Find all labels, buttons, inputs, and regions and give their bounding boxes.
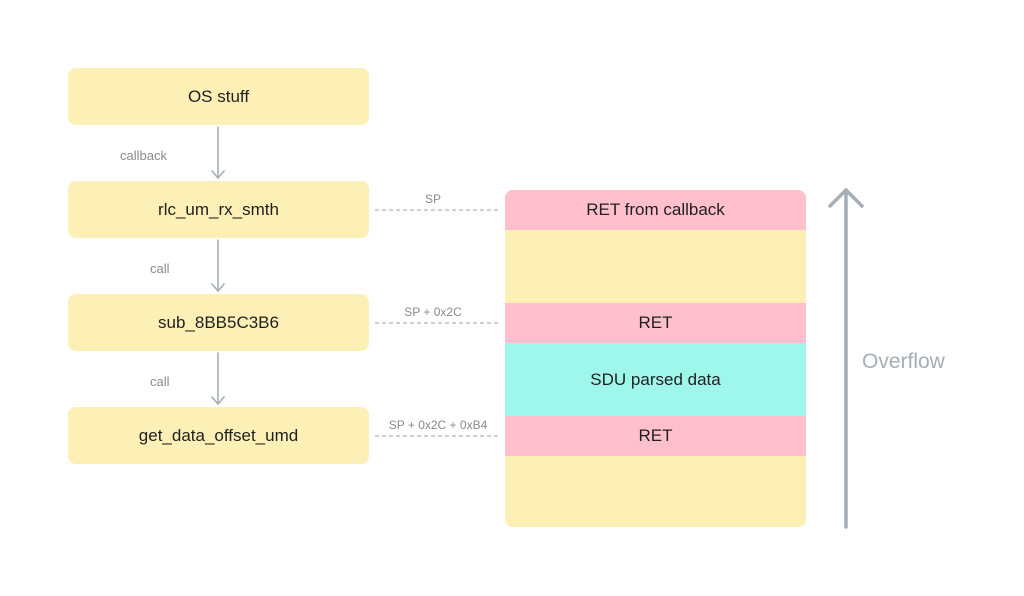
- frame-rlc-um-rx-smth: rlc_um_rx_smth: [68, 181, 369, 238]
- call-arrow: [211, 352, 225, 405]
- stack-segment-sdu-parsed-data: SDU parsed data: [505, 343, 806, 416]
- frame-label: OS stuff: [187, 86, 250, 106]
- pointer-label-sp-0x2c: SP + 0x2C: [404, 305, 462, 319]
- frame-label: get_data_offset_umd: [138, 425, 299, 445]
- edge-label-callback: callback: [120, 148, 167, 163]
- edge-label-call: call: [150, 374, 170, 389]
- frame-sub-8bb5c3b6: sub_8BB5C3B6: [68, 294, 369, 351]
- stack-segment-ret: RET: [505, 303, 806, 343]
- stack-segment-ret-from-callback: RET from callback: [505, 190, 806, 230]
- frame-get-data-offset-umd: get_data_offset_umd: [68, 407, 369, 464]
- segment-label: SDU parsed data: [590, 369, 721, 389]
- frame-os-stuff: OS stuff: [68, 68, 369, 125]
- call-arrow: [211, 239, 225, 292]
- frame-label: rlc_um_rx_smth: [158, 199, 279, 219]
- overflow-label: Overflow: [862, 350, 945, 373]
- pointer-label-sp-0x2c-0xb4: SP + 0x2C + 0xB4: [388, 418, 488, 432]
- segment-label: RET: [638, 313, 673, 332]
- overflow-arrow: [828, 188, 864, 529]
- call-arrow: [211, 126, 225, 179]
- stack-segment-ret: RET: [505, 416, 806, 456]
- stack-segment-padding: [505, 230, 806, 303]
- segment-label: RET from callback: [586, 200, 725, 219]
- pointer-label-sp: SP: [424, 192, 441, 206]
- stack-segment-padding: [505, 456, 806, 527]
- segment-label: RET: [638, 426, 673, 445]
- frame-label: sub_8BB5C3B6: [158, 312, 279, 332]
- stack-memory: RET from callback RET SDU parsed data RE…: [505, 190, 806, 527]
- edge-label-call: call: [150, 261, 170, 276]
